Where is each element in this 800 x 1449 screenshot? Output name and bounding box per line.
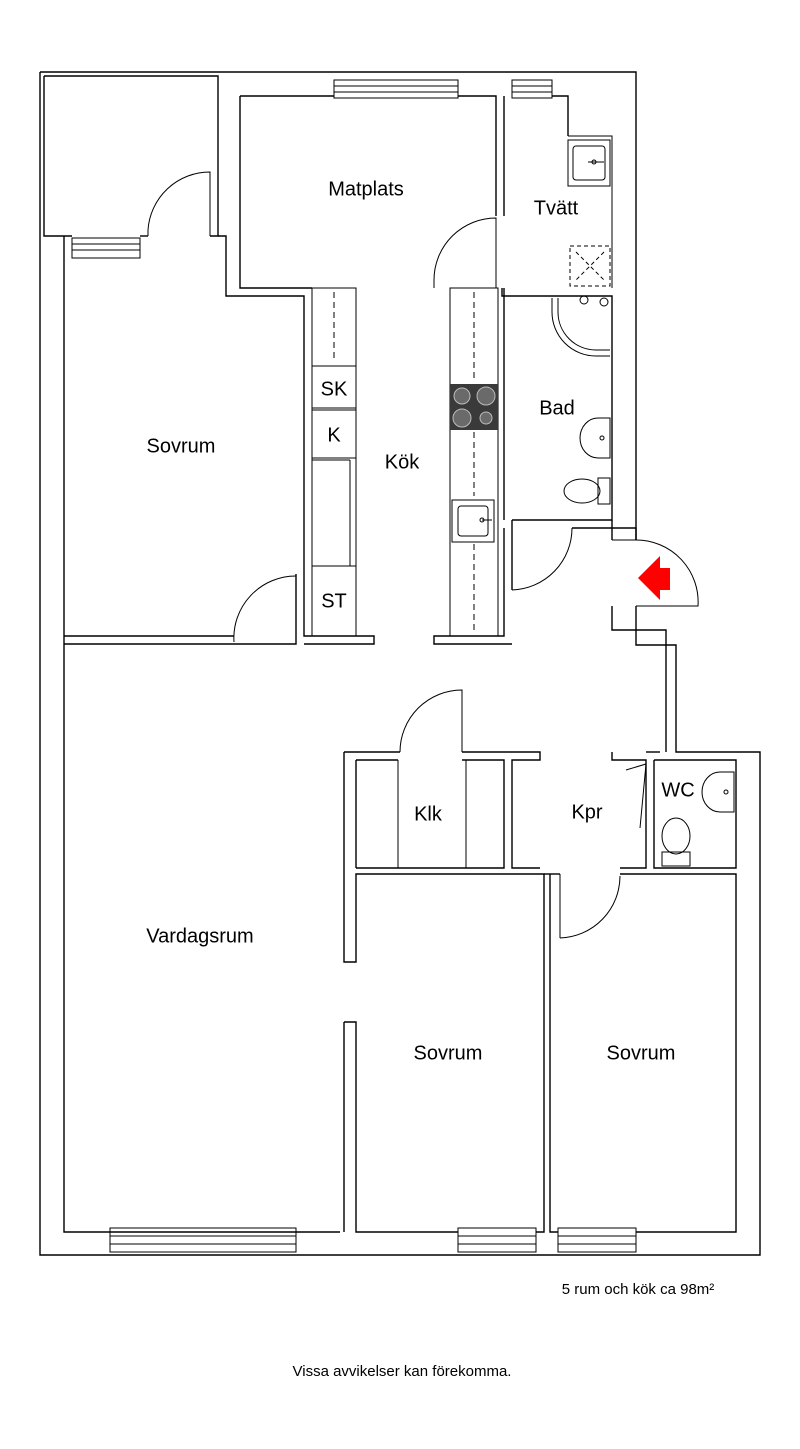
windows [71, 79, 637, 1253]
room-label-sovrum-2: Sovrum [414, 1042, 483, 1064]
room-label-matplats: Matplats [328, 178, 404, 200]
room-label-sovrum-1: Sovrum [147, 435, 216, 457]
room-label-tvatt: Tvätt [534, 197, 579, 219]
shower [551, 295, 610, 357]
red-arrow-icon [638, 556, 670, 600]
room-label-vardagsrum: Vardagsrum [146, 925, 253, 947]
fixture-label-k: K [327, 424, 341, 446]
outer-walls [39, 71, 761, 1256]
wc-basin [701, 771, 735, 813]
balcony [43, 75, 219, 237]
room-label-bad: Bad [539, 397, 575, 419]
kitchen-counters [311, 287, 499, 637]
room-label-klk: Klk [414, 803, 443, 825]
fixture-label-sk: SK [321, 378, 348, 400]
interior-walls [64, 95, 737, 1233]
kitchen-sink [451, 499, 495, 543]
room-label-sovrum-3: Sovrum [607, 1042, 676, 1064]
bath-toilet [563, 477, 611, 505]
room-label-kpr: Kpr [571, 801, 602, 823]
doors [147, 171, 699, 939]
fixture-label-st: ST [321, 590, 347, 612]
stove [450, 384, 498, 430]
room-label-kok: Kök [385, 451, 420, 473]
wc-toilet [661, 817, 691, 867]
bath-basin [579, 417, 611, 459]
washing-machine [569, 245, 611, 287]
room-label-wc: WC [661, 779, 694, 801]
disclaimer-note: Vissa avvikelser kan förekomma. [293, 1363, 512, 1380]
laundry-sink [567, 135, 613, 288]
area-note: 5 rum och kök ca 98m² [562, 1281, 715, 1298]
